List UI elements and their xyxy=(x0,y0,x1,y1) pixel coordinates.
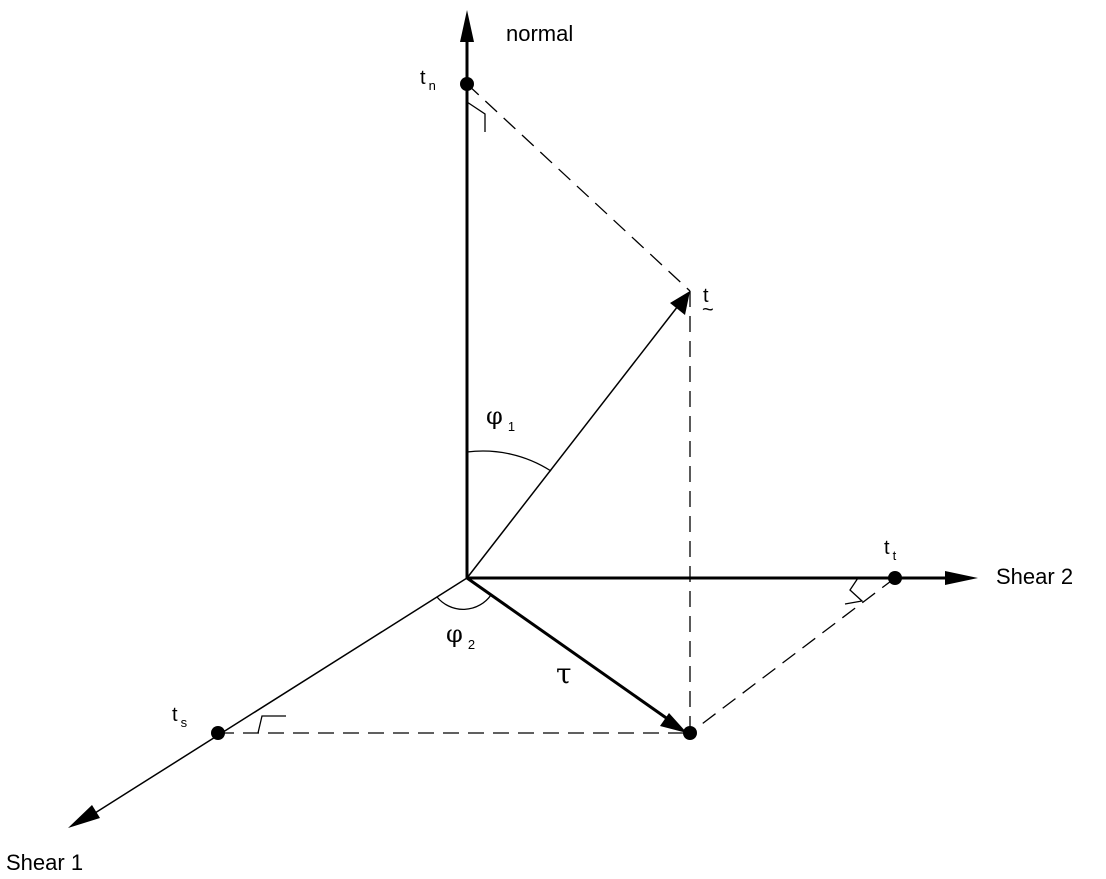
point-tt xyxy=(888,571,902,585)
right-angle-marker-ts xyxy=(257,715,286,734)
normal-axis-label: normal xyxy=(506,21,573,46)
shear2-axis-arrowhead xyxy=(945,571,978,585)
phi2-angle-arc xyxy=(436,594,492,611)
point-ts xyxy=(211,726,225,740)
normal-axis-arrowhead xyxy=(460,10,474,42)
right-angle-marker-tt xyxy=(844,577,864,605)
shear-traction-vector xyxy=(466,576,673,724)
point-shear-projection xyxy=(683,726,697,740)
traction-vector-label: t xyxy=(703,285,709,307)
shear-traction-arrowhead xyxy=(660,713,687,733)
traction-vector-arrowhead xyxy=(670,291,690,315)
phi1-angle-arc xyxy=(466,450,552,472)
traction-vector-tilde: ~ xyxy=(702,299,714,321)
right-angle-marker-tn xyxy=(466,101,486,132)
shear1-axis-arrowhead xyxy=(68,805,100,828)
projection-tn-to-t xyxy=(466,83,691,292)
shear1-axis-label: Shear 1 xyxy=(6,850,83,875)
traction-vector xyxy=(466,305,679,579)
tau-label: τ xyxy=(556,657,572,690)
point-tn xyxy=(460,77,474,91)
shear2-axis-label: Shear 2 xyxy=(996,564,1073,589)
shear1-axis xyxy=(94,577,468,814)
projection-tt-to-base xyxy=(689,577,896,734)
